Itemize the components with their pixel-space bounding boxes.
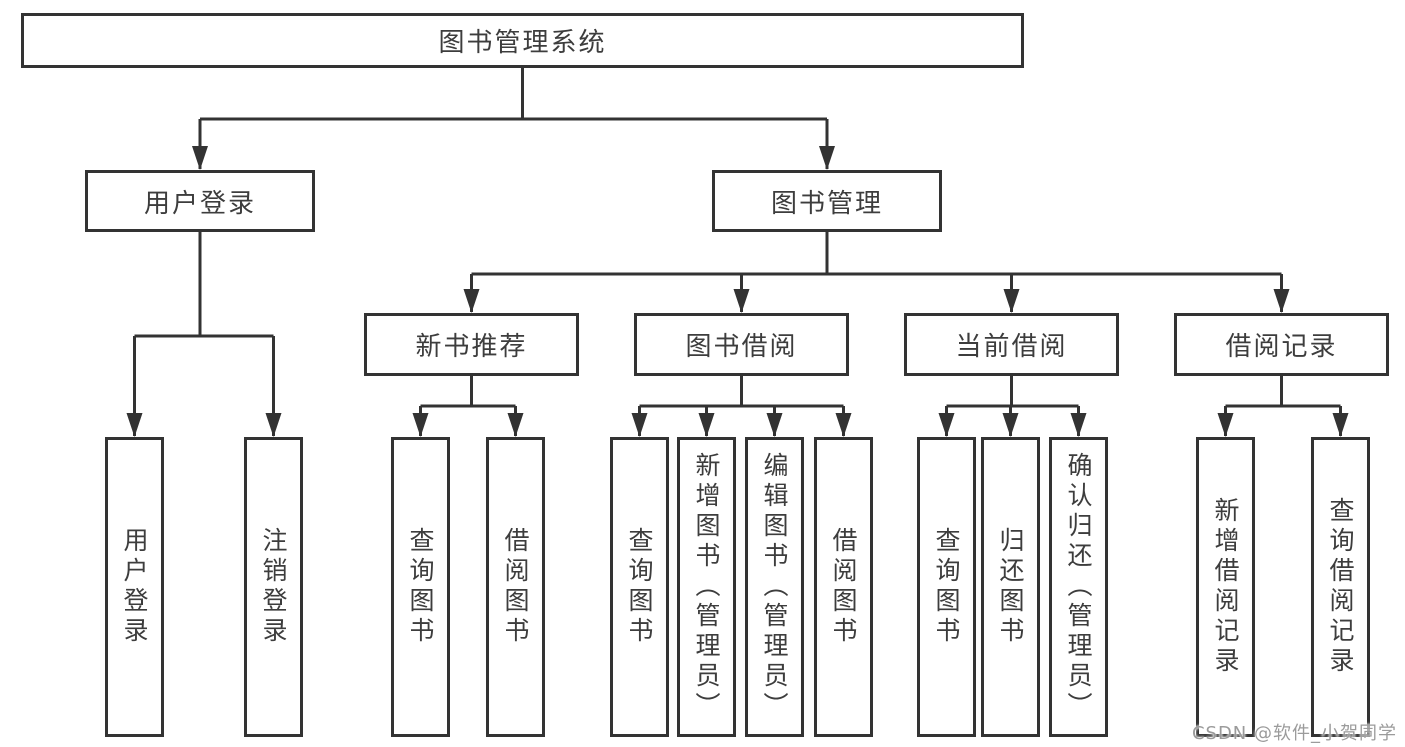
connector-book-borrow-branch [631, 376, 852, 437]
node-leaf-query-books-borrow: 查询图书 [610, 437, 669, 737]
connector-current-borrow-branch [938, 376, 1087, 437]
node-leaf-query-borrow-record: 查询借阅记录 [1311, 437, 1370, 737]
connector-user-login-branch [126, 232, 282, 437]
connector-new-book-recommend-branch [412, 376, 524, 437]
node-new-book-recommend: 新书推荐 [364, 313, 579, 376]
node-root: 图书管理系统 [21, 13, 1024, 68]
node-leaf-logout-action: 注销登录 [244, 437, 303, 737]
node-book-borrow: 图书借阅 [634, 313, 849, 376]
node-book-management: 图书管理 [712, 170, 942, 232]
connector-book-management-to-level3 [463, 232, 1290, 313]
node-leaf-user-login-action: 用户登录 [105, 437, 164, 737]
connector-borrow-records-branch [1217, 376, 1349, 437]
node-borrow-records: 借阅记录 [1174, 313, 1389, 376]
node-leaf-query-books-current: 查询图书 [917, 437, 976, 737]
node-current-borrow: 当前借阅 [904, 313, 1119, 376]
csdn-watermark: CSDN @软件_小贺同学 [1191, 723, 1397, 744]
node-leaf-confirm-return-admin: 确认归还（管理员） [1049, 437, 1108, 737]
node-leaf-edit-books-admin: 编辑图书（管理员） [745, 437, 804, 737]
node-leaf-return-books: 归还图书 [981, 437, 1040, 737]
node-leaf-query-books-recommend: 查询图书 [391, 437, 450, 737]
node-leaf-add-books-admin: 新增图书（管理员） [677, 437, 736, 737]
node-user-login: 用户登录 [85, 170, 315, 232]
node-leaf-borrow-books-recommend: 借阅图书 [486, 437, 545, 737]
connector-root-to-level2 [192, 68, 835, 170]
node-leaf-add-borrow-record: 新增借阅记录 [1196, 437, 1255, 737]
node-leaf-borrow-books-action: 借阅图书 [814, 437, 873, 737]
